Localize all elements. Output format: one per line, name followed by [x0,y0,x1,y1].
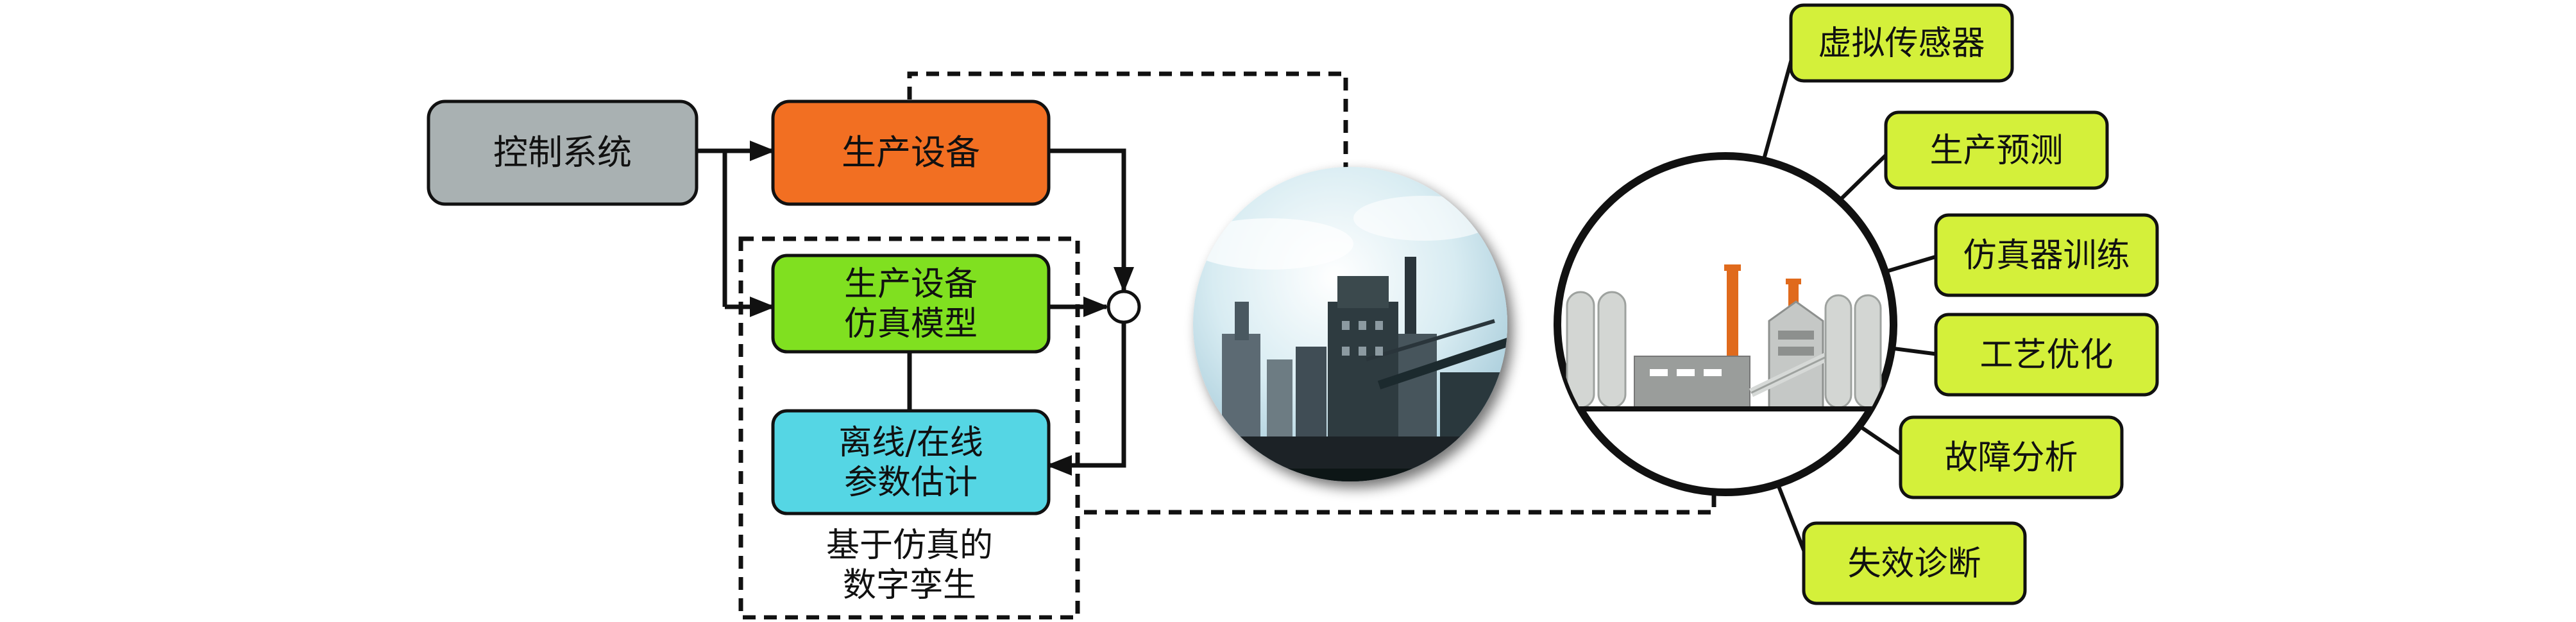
twin-line: 数字孪生 [843,566,976,605]
estimation-line: 离线/在线 [838,424,983,462]
summing-junction-icon [1106,289,1141,324]
application-label: 故障分析 [1944,439,2078,478]
application-box-frame [1934,213,2159,297]
parameter-estimation-box: 离线/在线参数估计 [771,409,1051,515]
model-line: 仿真模型 [844,305,978,343]
application-box-frame [1899,415,2124,499]
production-equipment-label: 生产设备 [842,132,980,173]
control-system-box: 控制系统 [427,99,699,206]
twin-line: 基于仿真的 [826,526,993,565]
application-box: 虚拟传感器 [1789,3,2014,83]
application-spoke [1885,253,1942,274]
simulation-model-box: 生产设备仿真模型 [771,254,1051,354]
equipment-line: 生产设备 [842,132,980,173]
application-box: 工艺优化 [1934,313,2159,397]
application-box: 仿真器训练 [1934,213,2159,297]
industrial-plant-photo [1193,167,1507,481]
dashed-links [907,71,1716,515]
application-box: 故障分析 [1899,415,2124,499]
application-spoke [1891,346,1942,357]
application-box-frame [1884,110,2109,190]
control-line: 控制系统 [493,132,632,173]
control-system-label: 控制系统 [493,132,632,173]
simulation-model-label: 生产设备仿真模型 [844,265,978,343]
model-line: 生产设备 [844,265,978,304]
application-label: 失效诊断 [1847,545,1981,583]
application-label: 生产预测 [1929,132,2063,170]
parameter-estimation-label: 离线/在线参数估计 [838,424,983,502]
connector-lines [696,141,1134,476]
estimation-line: 参数估计 [844,463,978,502]
production-equipment-box: 生产设备 [771,99,1051,206]
factory-icon [1554,152,1897,496]
application-box-frame [1789,3,2014,83]
application-box-frame [1934,313,2159,397]
application-spoke [1838,148,1893,202]
application-box-frame [1802,521,2027,605]
digital-twin-group-label: 基于仿真的数字孪生 [826,526,993,605]
application-box: 生产预测 [1884,110,2109,190]
application-label: 工艺优化 [1979,336,2113,375]
application-label: 仿真器训练 [1963,237,2130,275]
application-spoke [1858,424,1907,459]
application-label: 虚拟传感器 [1818,24,1985,63]
application-box: 失效诊断 [1802,521,2027,605]
